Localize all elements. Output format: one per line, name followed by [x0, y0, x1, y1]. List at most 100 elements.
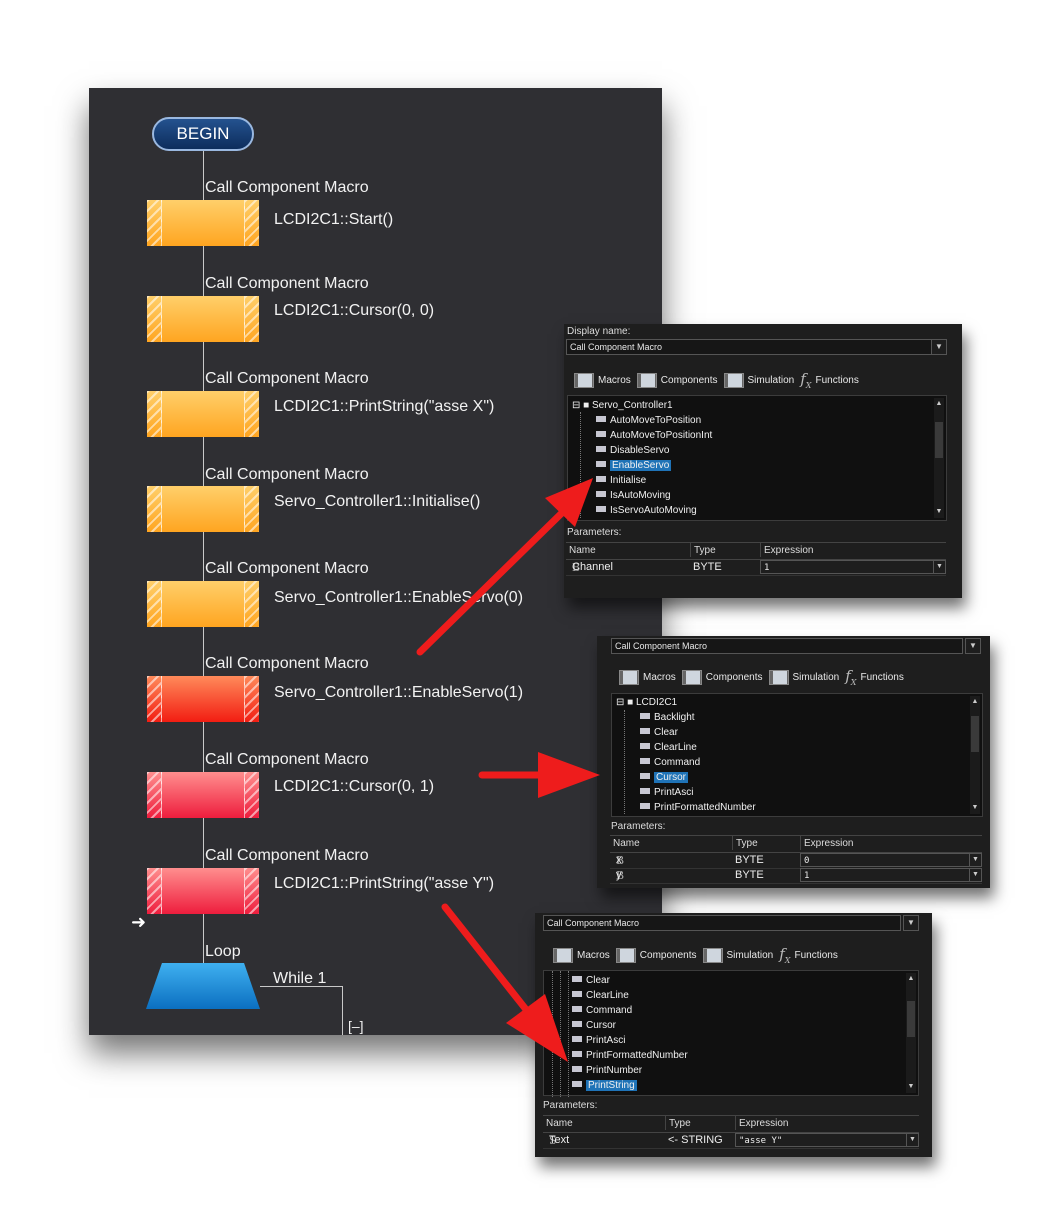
tree-item-selected[interactable]: PrintString	[572, 1078, 637, 1093]
macro-tree[interactable]: ⊟ ■ Servo_Controller1 AutoMoveToPosition…	[567, 395, 947, 521]
loop-label: Loop	[205, 943, 241, 960]
tab-simulation[interactable]: Simulation	[723, 372, 794, 388]
expression-field[interactable]: "asse Y"	[735, 1133, 919, 1147]
macro-block-1[interactable]	[147, 200, 259, 246]
tab-simulation[interactable]: Simulation	[768, 669, 839, 685]
chevron-down-icon[interactable]: ▼	[969, 854, 981, 866]
tree-scrollbar[interactable]: ▲ ▼	[970, 696, 980, 814]
simulation-icon	[702, 947, 723, 963]
tab-components[interactable]: Components	[681, 669, 763, 685]
parameters-label: Parameters:	[543, 1100, 598, 1111]
tree-item[interactable]: Command	[640, 755, 700, 770]
begin-terminal[interactable]: BEGIN	[152, 117, 254, 151]
tree-item[interactable]: IsAutoMoving	[596, 488, 671, 503]
display-name-label: Display name:	[567, 326, 631, 337]
tree-root[interactable]: ⊟ ■ LCDI2C1	[616, 697, 678, 708]
macro-block-4[interactable]	[147, 486, 259, 532]
tree-item[interactable]: PrintAsci	[572, 1033, 625, 1048]
macro-block-6[interactable]	[147, 676, 259, 722]
macro-call-text: Servo_Controller1::Initialise()	[274, 493, 481, 510]
scroll-up-icon[interactable]: ▲	[971, 698, 979, 705]
macro-call-text: Servo_Controller1::EnableServo(1)	[274, 684, 524, 701]
chevron-down-icon[interactable]: ▼	[903, 915, 919, 931]
tree-item[interactable]: PrintAsci	[640, 785, 693, 800]
parameters-label: Parameters:	[611, 821, 666, 832]
macro-title: Call Component Macro	[205, 370, 369, 387]
tree-item[interactable]: PrintFormattedNumber	[640, 800, 756, 815]
tab-macros[interactable]: Macros	[619, 669, 676, 685]
tree-item-selected[interactable]: EnableServo	[596, 458, 672, 473]
scroll-up-icon[interactable]: ▲	[907, 975, 915, 982]
tree-item[interactable]: Clear	[572, 973, 610, 988]
tree-item[interactable]: AutoMoveToPosition	[596, 413, 701, 428]
macro-call-text: LCDI2C1::Cursor(0, 0)	[274, 302, 435, 319]
display-name-field[interactable]: Call Component Macro	[566, 339, 932, 355]
tab-components[interactable]: Components	[615, 947, 697, 963]
tab-macros[interactable]: Macros	[574, 372, 631, 388]
tree-root[interactable]: ⊟ ■ Servo_Controller1	[572, 400, 673, 411]
macro-call-text: LCDI2C1::Cursor(0, 1)	[274, 778, 435, 795]
macro-block-3[interactable]	[147, 391, 259, 437]
tree-item[interactable]: IsServoAutoMoving	[596, 503, 697, 518]
tree-item[interactable]: Cursor	[572, 1018, 616, 1033]
macro-title: Call Component Macro	[205, 179, 369, 196]
loop-condition: While 1	[273, 970, 327, 987]
collapse-toggle[interactable]: [–]	[348, 1018, 364, 1034]
macro-title: Call Component Macro	[205, 847, 369, 864]
tree-scrollbar[interactable]: ▲ ▼	[934, 398, 944, 518]
expression-field[interactable]: 1	[800, 868, 982, 882]
macro-tree[interactable]: Clear ClearLine Command Cursor PrintAsci…	[543, 970, 919, 1097]
chevron-down-icon[interactable]: ▼	[969, 869, 981, 881]
tree-item[interactable]: ClearLine	[572, 988, 629, 1003]
tree-item[interactable]: ClearLine	[640, 740, 697, 755]
components-icon	[636, 372, 657, 388]
macro-tree[interactable]: ⊟ ■ LCDI2C1 Backlight Clear ClearLine Co…	[611, 693, 983, 817]
expression-field[interactable]: 0	[800, 853, 982, 867]
macro-title: Call Component Macro	[205, 275, 369, 292]
macro-call-text: LCDI2C1::Start()	[274, 211, 394, 228]
scroll-down-icon[interactable]: ▼	[935, 508, 943, 515]
chevron-down-icon[interactable]: ▼	[965, 638, 981, 654]
right-arrow-icon: ➜	[131, 912, 147, 932]
tree-item[interactable]: Initialise	[596, 473, 646, 488]
byte-type-icon: B	[616, 854, 625, 867]
properties-panel-servo: Display name: Call Component Macro ▼ Mac…	[564, 324, 962, 598]
tree-item[interactable]: Backlight	[640, 710, 695, 725]
macros-icon	[574, 372, 594, 388]
tab-macros[interactable]: Macros	[553, 947, 610, 963]
chevron-down-icon[interactable]: ▼	[906, 1134, 918, 1146]
chevron-down-icon[interactable]: ▼	[933, 561, 945, 573]
loop-block[interactable]	[146, 963, 260, 1009]
tree-item[interactable]: Command	[572, 1003, 632, 1018]
tree-item-selected[interactable]: Cursor	[640, 770, 689, 785]
macro-block-8[interactable]	[147, 868, 259, 914]
scroll-down-icon[interactable]: ▼	[907, 1083, 915, 1090]
tab-simulation[interactable]: Simulation	[702, 947, 773, 963]
loop-connector	[342, 986, 343, 1035]
tree-scrollbar[interactable]: ▲ ▼	[906, 973, 916, 1093]
simulation-icon	[723, 372, 744, 388]
display-name-field[interactable]: Call Component Macro	[611, 638, 963, 654]
tree-item[interactable]: AutoMoveToPositionInt	[596, 428, 712, 443]
expression-field[interactable]: 1	[760, 560, 946, 574]
tree-item[interactable]: PrintNumber	[572, 1063, 642, 1078]
scroll-down-icon[interactable]: ▼	[971, 804, 979, 811]
macro-block-7[interactable]	[147, 772, 259, 818]
tree-item[interactable]: PrintFormattedNumber	[572, 1048, 688, 1063]
chevron-down-icon[interactable]: ▼	[931, 339, 947, 355]
tree-item[interactable]: DisableServo	[596, 443, 669, 458]
tab-components[interactable]: Components	[636, 372, 718, 388]
components-icon	[681, 669, 702, 685]
macro-block-2[interactable]	[147, 296, 259, 342]
tree-item[interactable]: Clear	[640, 725, 678, 740]
scroll-up-icon[interactable]: ▲	[935, 400, 943, 407]
display-name-field[interactable]: Call Component Macro	[543, 915, 901, 931]
macro-block-5[interactable]	[147, 581, 259, 627]
